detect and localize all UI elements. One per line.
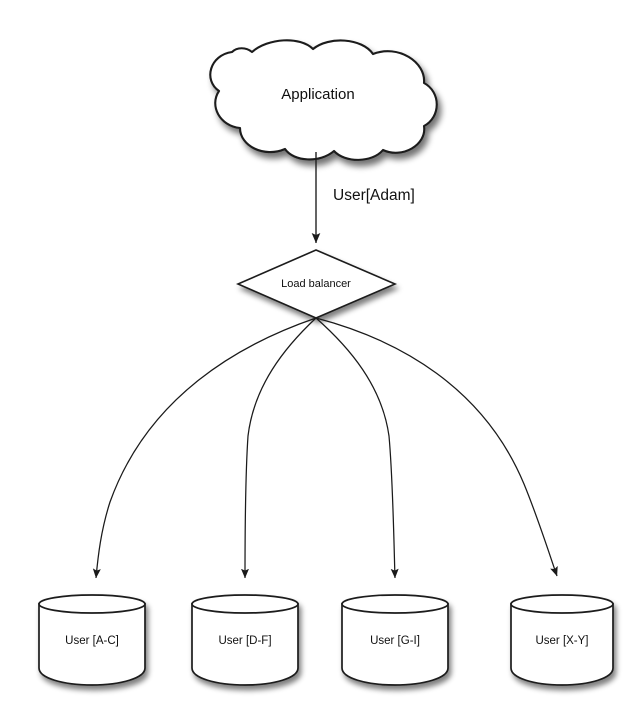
node-database-1[interactable]: User [D-F]	[191, 594, 299, 686]
cloud-shape	[209, 39, 438, 161]
cylinder-top-ellipse	[38, 594, 146, 614]
edge-lb-to-db-2	[241, 317, 317, 579]
node-database-2[interactable]: User [G-I]	[341, 594, 449, 686]
application-label: Application	[281, 86, 354, 103]
node-load-balancer[interactable]: Load balancer	[235, 249, 398, 319]
database-label: User [A-C]	[65, 635, 119, 647]
load-balancer-label: Load balancer	[281, 278, 351, 290]
edge-lb-to-db-3	[315, 317, 399, 579]
node-application[interactable]: Application	[209, 39, 438, 161]
cylinder-body	[38, 603, 146, 686]
database-label: User [G-I]	[370, 635, 420, 647]
edge-label-user-adam: User[Adam]	[333, 187, 415, 204]
node-database-0[interactable]: User [A-C]	[38, 594, 146, 686]
cylinder-top-ellipse	[341, 594, 449, 614]
edge-lb-to-db-4	[315, 317, 558, 577]
cylinder-body	[510, 603, 614, 686]
edge-lb-to-db-1	[92, 317, 317, 579]
cylinder-top-ellipse	[510, 594, 614, 614]
cylinder-body	[191, 603, 299, 686]
node-database-3[interactable]: User [X-Y]	[510, 594, 614, 686]
database-label: User [D-F]	[218, 635, 271, 647]
database-label: User [X-Y]	[535, 635, 588, 647]
cylinder-top-ellipse	[191, 594, 299, 614]
cylinder-body	[341, 603, 449, 686]
